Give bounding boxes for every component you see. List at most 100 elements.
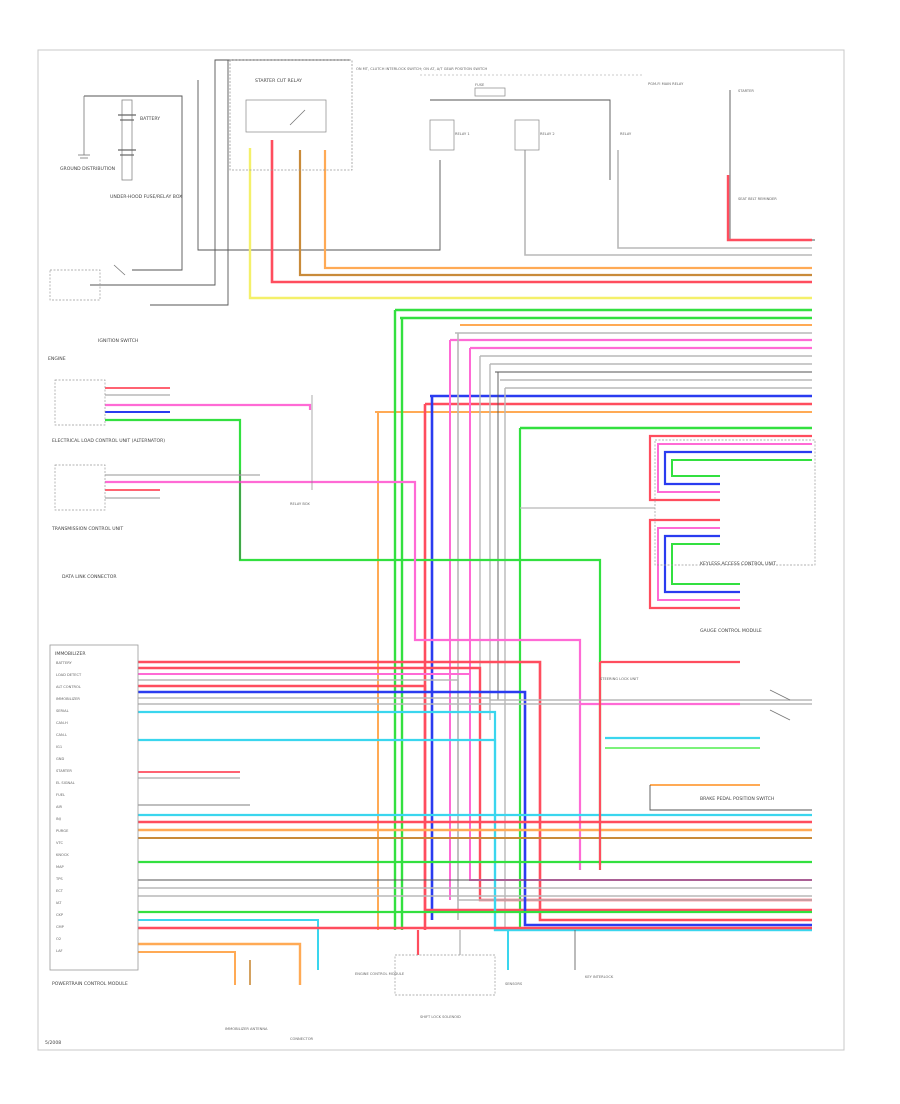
ecm-pin-label: IAT: [56, 901, 62, 905]
imm-antenna-label: IMMOBILIZER ANTENNA: [225, 1027, 268, 1031]
wire-k-green2: [671, 543, 740, 585]
ecm-pin-label: LOAD DETECT: [56, 673, 82, 677]
battery-label: BATTERY: [140, 116, 160, 122]
pgm-fi-label: PGM-FI MAIN RELAY: [648, 82, 684, 86]
ecm-pin-label: MAP: [56, 865, 65, 869]
ecm-pin-label: TPS: [55, 877, 63, 881]
relay3-label: RELAY: [620, 132, 632, 136]
ecm-pin-label: FUEL: [56, 793, 65, 797]
starter-cut-relay: STARTER CUT RELAY ON MT, CLUTCH INTERLOC…: [229, 59, 488, 171]
keyless-label: KEYLESS ACCESS CONTROL UNIT: [700, 561, 776, 567]
wire-k-red1: [648, 434, 812, 502]
ecm-pin-label: STARTER: [56, 769, 72, 773]
engine-room-box: FUSE RELAY 1 RELAY 2 RELAY PGM-FI MAIN R…: [420, 74, 777, 201]
wire-mod-4: [138, 684, 812, 912]
wire-brown-top: [298, 150, 812, 277]
wire-r-black: [649, 785, 812, 811]
wire-starter-feed: [197, 80, 441, 251]
ecm-pin-label: CMP: [56, 925, 65, 929]
ecm-pin-label: O2: [56, 937, 61, 941]
data-link-connector: DATA LINK CONNECTOR: [62, 574, 117, 580]
wire-ignition-top: [90, 59, 350, 286]
ecm-upper-label: ELECTRICAL LOAD CONTROL UNIT (ALTERNATOR…: [52, 438, 165, 444]
wire-tcu-pink: [105, 480, 582, 870]
ecm-pin-label: CAN-H: [56, 721, 68, 725]
gauge-label: GAUGE CONTROL MODULE: [700, 628, 762, 634]
ecm-pin-label: GND: [56, 757, 64, 761]
wire-mod-6: [138, 697, 812, 701]
wire-k-blue1: [663, 450, 812, 486]
wire-gray-top: [524, 150, 812, 256]
ecm-pin-label: CAN-L: [56, 733, 67, 737]
wire-k-green1: [671, 459, 812, 477]
wire-mod-orange-down: [138, 942, 302, 985]
ignition-switch: IGNITION SWITCH ENGINE: [48, 264, 138, 362]
starter-note: ON MT, CLUTCH INTERLOCK SWITCH; ON AT, A…: [356, 67, 488, 71]
fuse-top-label: FUSE: [475, 83, 485, 87]
bottom-code: 5/2008: [45, 1040, 61, 1046]
ecm-pin-label: PURGE: [56, 829, 69, 833]
data-link-label: DATA LINK CONNECTOR: [62, 574, 117, 580]
ecm-pin-label: ECT: [56, 889, 64, 893]
ground-dist-label: GROUND DISTRIBUTION: [60, 166, 115, 172]
sensors-label: SENSORS: [505, 982, 523, 986]
relay1-label: RELAY 1: [455, 132, 470, 136]
ecm-pin-label: KNOCK: [56, 853, 69, 857]
wire-ign-2: [150, 60, 229, 306]
starter-cut-relay-label: STARTER CUT RELAY: [255, 78, 302, 84]
diagram-border: [37, 49, 845, 1051]
wire-red-top: [270, 140, 812, 284]
ecm-pin-label: BATTERY: [56, 661, 73, 665]
ecm-pin-label: IMMOBILIZER: [56, 697, 80, 701]
ecm-pin-label: LAF: [56, 949, 63, 953]
ecm-pin-label: CKP: [56, 913, 64, 917]
wire-mod-orange-down2: [138, 951, 236, 985]
ecm-pin-label: IG1: [56, 745, 62, 749]
relay-box-middle: RELAY BOX: [290, 395, 313, 506]
key-interlock-label: KEY INTERLOCK: [585, 975, 614, 979]
wire-layer: [84, 59, 815, 985]
starter-top-label: STARTER: [738, 89, 754, 93]
wire-k-blue2: [663, 534, 740, 594]
seatbelt-label: SEAT BELT REMINDER: [738, 197, 777, 201]
fuse-box-label: UNDER-HOOD FUSE/RELAY BOX: [110, 194, 182, 200]
ecm-lower-label: TRANSMISSION CONTROL UNIT: [51, 526, 123, 532]
wire-mod-5: [138, 690, 812, 927]
wire-starter-top: [729, 90, 815, 241]
wire-red-starter: [726, 175, 812, 242]
steering-label: STEERING LOCK UNIT: [600, 677, 639, 681]
wire-k-pink1: [657, 443, 812, 493]
battery: BATTERY: [118, 99, 160, 181]
ecm-pin-label: VTC: [56, 841, 63, 845]
wire-gray2-top: [617, 150, 812, 249]
ecm-pin-label: AIR: [56, 805, 63, 809]
relay2-label: RELAY 2: [540, 132, 555, 136]
relay-box-label: RELAY BOX: [290, 502, 310, 506]
wire-k-red2: [648, 518, 740, 610]
powertrain-label: POWERTRAIN CONTROL MODULE: [52, 981, 128, 987]
ignition-switch-label: IGNITION SWITCH: [98, 338, 138, 344]
component-layer: BATTERY GROUND DISTRIBUTION UNDER-HOOD F…: [45, 59, 816, 1046]
wire-k-pink2: [657, 527, 740, 601]
ecm-pin-label: SERIAL: [56, 709, 69, 713]
wire-mod-0: [138, 660, 812, 922]
shift-lock-label: SHIFT LOCK SOLENOID: [420, 1015, 461, 1019]
ecm-pin-label: ALT CONTROL: [56, 685, 81, 689]
engine-label: ENGINE: [48, 356, 66, 362]
wire-mod-3: [138, 679, 812, 901]
wire-orange-top: [323, 150, 812, 270]
keyless-access-unit: KEYLESS ACCESS CONTROL UNIT GAUGE CONTRO…: [600, 439, 816, 802]
ecm-pin-labels: BATTERY LOAD DETECT ALT CONTROL IMMOBILIZER…: [55, 661, 82, 953]
ground-distribution: GROUND DISTRIBUTION UNDER-HOOD FUSE/RELA…: [60, 96, 182, 200]
wire-fuse-box: [130, 95, 183, 271]
ecm-upper: ELECTRICAL LOAD CONTROL UNIT (ALTERNATOR…: [51, 379, 165, 532]
wire-mod-cyan-down: [138, 919, 319, 970]
wire-mod-9: [138, 738, 812, 932]
brake-switch-label: BRAKE PEDAL POSITION SWITCH: [700, 796, 774, 802]
bottom-components: ENGINE CONTROL MODULE SHIFT LOCK SOLENOI…: [45, 954, 614, 1046]
ecm-pin-label: INJ: [56, 817, 61, 821]
wire-yellow-top: [248, 148, 812, 300]
ecm-pin-label: EL SIGNAL: [56, 781, 75, 785]
module-header: IMMOBILIZER: [55, 651, 86, 657]
wire-ecm-pink: [105, 403, 312, 410]
